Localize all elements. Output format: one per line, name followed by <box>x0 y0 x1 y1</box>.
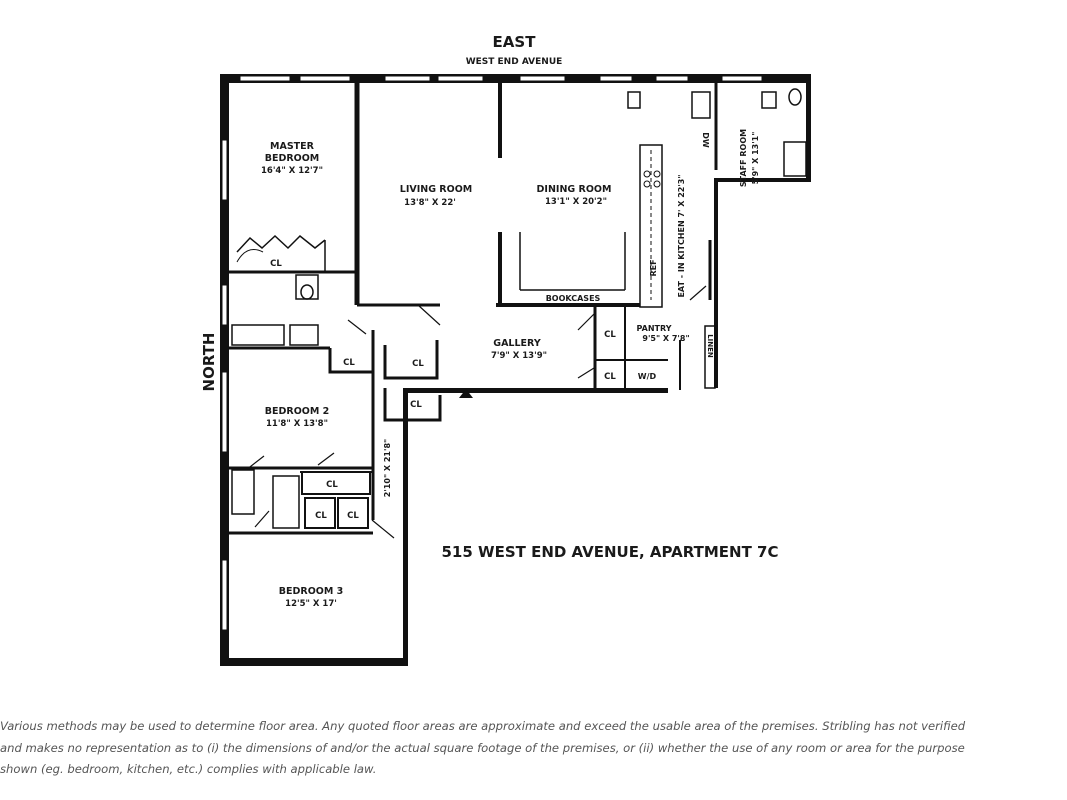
closet-label: CL <box>412 359 424 369</box>
interior-walls <box>229 83 807 539</box>
pantry-label: PANTRY <box>637 324 672 333</box>
closet-label: CL <box>315 511 327 521</box>
street-label: WEST END AVENUE <box>466 57 563 67</box>
staff-room-label: STAFF ROOM <box>739 129 748 187</box>
closet-label: CL <box>347 511 359 521</box>
refrigerator-label: REF <box>649 259 658 276</box>
closet-label: CL <box>270 259 282 269</box>
bedroom3-label: BEDROOM 3 <box>279 586 343 597</box>
bedroom2-dims: 11'8" X 13'8" <box>266 419 328 429</box>
entrance-marker <box>459 389 473 398</box>
hall-dims: 2'10" X 21'8" <box>383 439 392 497</box>
address-title: 515 WEST END AVENUE, APARTMENT 7C <box>442 543 779 561</box>
closet-label: CL <box>604 372 616 382</box>
bookcases-label: BOOKCASES <box>546 294 601 303</box>
living-room-dims: 13'8" X 22' <box>404 198 456 208</box>
linen-label: LINEN <box>706 334 714 358</box>
compass-north-label: NORTH <box>200 333 218 392</box>
exterior-walls <box>220 74 811 666</box>
master-bedroom-label-2: BEDROOM <box>265 153 320 164</box>
closet-label: CL <box>343 358 355 368</box>
kitchen-label: EAT - IN KITCHEN 7' X 22'3" <box>677 174 686 297</box>
gallery-label: GALLERY <box>493 338 541 349</box>
bedroom3-dims: 12'5" X 17' <box>285 599 337 609</box>
pantry-dims: 9'5" X 7'8" <box>642 334 689 343</box>
closet-label: CL <box>410 400 422 410</box>
disclaimer-line-2: and makes no representation as to (i) th… <box>0 740 965 755</box>
dishwasher-label: DW <box>701 132 710 148</box>
dining-room-dims: 13'1" X 20'2" <box>545 197 607 207</box>
gallery-dims: 7'9" X 13'9" <box>491 351 547 361</box>
master-bedroom-dims: 16'4" X 12'7" <box>261 166 323 176</box>
stove-icon <box>643 170 661 188</box>
bedroom2-label: BEDROOM 2 <box>265 406 329 417</box>
compass-east-label: EAST <box>493 33 537 51</box>
windows <box>221 75 763 631</box>
living-room-label: LIVING ROOM <box>400 184 472 195</box>
washer-dryer-label: W/D <box>638 372 657 381</box>
closet-label: CL <box>604 330 616 340</box>
disclaimer-line-3: shown (eg. bedroom, kitchen, etc.) compl… <box>0 762 377 776</box>
master-bedroom-label-1: MASTER <box>270 141 315 152</box>
dining-room-label: DINING ROOM <box>537 184 612 195</box>
disclaimer-line-1: Various methods may be used to determine… <box>0 719 966 733</box>
staff-room-dims: 5'9" X 13'1" <box>751 132 760 185</box>
closet-label: CL <box>326 480 338 490</box>
disclaimer: Various methods may be used to determine… <box>0 716 1060 781</box>
